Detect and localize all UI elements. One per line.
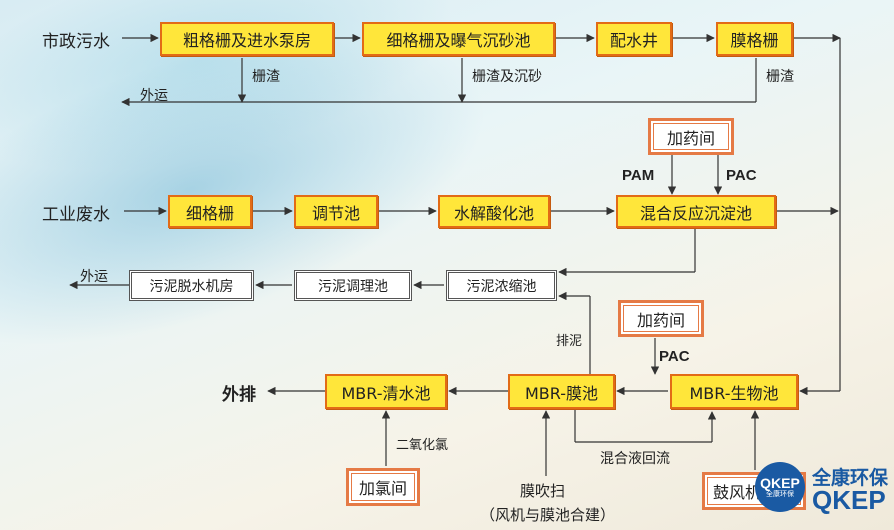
chlorine-dioxide-label: 二氧化氯	[396, 438, 449, 453]
screenings-label-1: 栅渣	[252, 69, 280, 85]
qkep-logo-name-en: QKEP	[812, 485, 886, 515]
screenings-label-2: 栅渣	[766, 69, 794, 85]
fine-screen-box: 细格栅	[168, 195, 252, 228]
qkep-logo-name-cn: 全康环保	[812, 467, 889, 489]
chlorine-room-box: 加氯间	[346, 468, 420, 506]
equalization-box: 调节池	[294, 195, 378, 228]
fine-screen-grit-box: 细格栅及曝气沉砂池	[362, 22, 555, 56]
hydrolysis-box: 水解酸化池	[438, 195, 550, 228]
distribution-well-box: 配水井	[596, 22, 672, 56]
pac-label-1: PAC	[726, 167, 757, 184]
screenings-grit-label: 栅渣及沉砂	[472, 69, 542, 85]
sludge-thicken-box: 污泥浓缩池	[446, 270, 557, 301]
mbr-membrane-box: MBR-膜池	[508, 374, 615, 409]
pam-label: PAM	[622, 167, 655, 184]
input-industrial-label: 工业废水	[42, 205, 110, 225]
mbr-clear-box: MBR-清水池	[325, 374, 447, 409]
blower-note-label: （风机与膜池合建）	[480, 506, 616, 524]
sludge-discharge-label: 排泥	[556, 334, 583, 349]
discharge-label: 外排	[222, 385, 256, 405]
membrane-scour-label: 膜吹扫	[520, 482, 566, 500]
sludge-dewater-box: 污泥脱水机房	[129, 270, 254, 301]
coag-sed-box: 混合反应沉淀池	[616, 195, 776, 228]
outbound-label-1: 外运	[140, 88, 168, 104]
pac-label-2: PAC	[659, 348, 690, 365]
dosing-room-box-1: 加药间	[648, 118, 734, 155]
mbr-bio-box: MBR-生物池	[670, 374, 798, 409]
coarse-screen-box: 粗格栅及进水泵房	[160, 22, 334, 56]
sludge-condition-box: 污泥调理池	[294, 270, 412, 301]
input-municipal-label: 市政污水	[42, 32, 110, 52]
membrane-screen-box: 膜格栅	[716, 22, 793, 56]
qkep-logo-badge: QKEP 全康环保	[755, 462, 805, 512]
dosing-room-box-2: 加药间	[618, 300, 704, 337]
outbound-label-2: 外运	[80, 269, 108, 285]
mixed-liquor-return-label: 混合液回流	[600, 451, 670, 467]
